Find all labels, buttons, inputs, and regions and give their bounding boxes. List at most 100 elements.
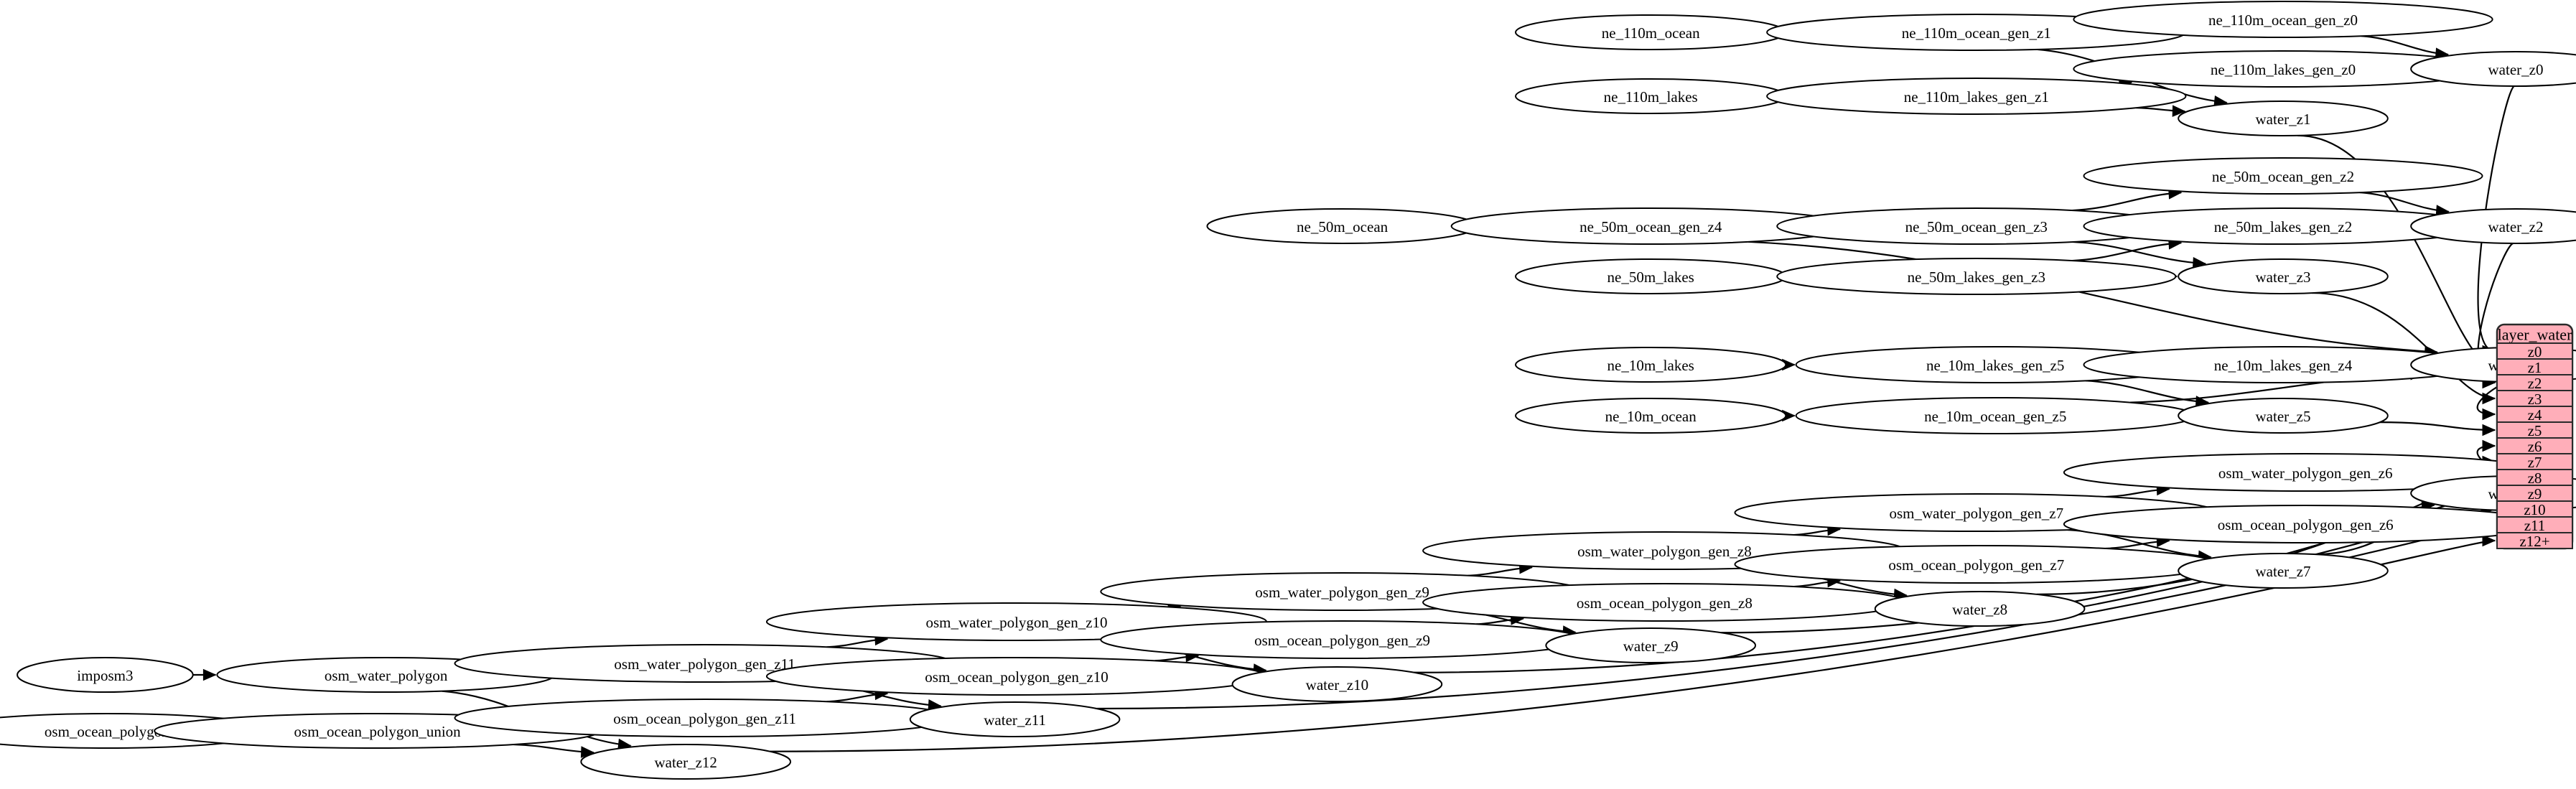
edge-ne_50m_ocean_gen_z4-to-water_z4: [1748, 241, 2437, 353]
node-water_z2[interactable]: water_z2: [2410, 208, 2576, 244]
arrowhead-water_z6-to-record-z6: [2482, 439, 2496, 452]
node-label-ne_10m_ocean: ne_10m_ocean: [1605, 408, 1697, 425]
node-label-water_z9: water_z9: [1623, 638, 1679, 655]
node-ne_110m_ocean[interactable]: ne_110m_ocean: [1515, 14, 1787, 50]
node-ne_50m_ocean[interactable]: ne_50m_ocean: [1206, 208, 1478, 244]
node-label-water_z10: water_z10: [1306, 676, 1368, 694]
edge-water_z12-to-record-z12+: [770, 539, 2496, 752]
node-label-ne_50m_lakes_gen_z2: ne_50m_lakes_gen_z2: [2214, 218, 2352, 235]
edge-water_z5-to-record-z5: [2379, 421, 2496, 431]
node-water_z11[interactable]: water_z11: [909, 701, 1121, 737]
arrowhead-water_z5-to-record-z5: [2482, 424, 2496, 436]
node-ne_50m_ocean_gen_z3[interactable]: ne_50m_ocean_gen_z3: [1776, 207, 2177, 245]
edge-ne_110m_ocean_gen_z0-to-water_z0: [2361, 35, 2448, 56]
node-osm_ocean_polygon_gen_z8[interactable]: osm_ocean_polygon_gen_z8: [1422, 583, 1907, 622]
node-label-ne_110m_ocean_gen_z1: ne_110m_ocean_gen_z1: [1902, 24, 2051, 42]
node-water_z0[interactable]: water_z0: [2410, 51, 2576, 87]
node-ellipse-ne_110m_ocean_gen_z0: [2073, 1, 2493, 38]
node-ne_50m_lakes[interactable]: ne_50m_lakes: [1515, 258, 1787, 294]
node-label-imposm3: imposm3: [77, 667, 133, 684]
node-ne_110m_lakes[interactable]: ne_110m_lakes: [1515, 78, 1787, 114]
node-label-osm_ocean_polygon_gen_z7: osm_ocean_polygon_gen_z7: [1888, 556, 2064, 574]
node-label-ne_110m_lakes: ne_110m_lakes: [1604, 88, 1698, 106]
node-ne_50m_lakes_gen_z2[interactable]: ne_50m_lakes_gen_z2: [2083, 207, 2483, 245]
record-row-label-z8: z8: [2528, 470, 2542, 487]
node-label-osm_ocean_polygon_gen_z9: osm_ocean_polygon_gen_z9: [1254, 632, 1430, 649]
record-row-label-z0: z0: [2528, 343, 2542, 360]
record-row-label-z3: z3: [2528, 391, 2542, 408]
node-label-ne_10m_lakes_gen_z5: ne_10m_lakes_gen_z5: [1926, 357, 2064, 374]
node-ellipse-water_z2: [2410, 208, 2576, 244]
node-label-ne_50m_lakes_gen_z3: ne_50m_lakes_gen_z3: [1908, 269, 2045, 286]
node-label-osm_ocean_polygon_union: osm_ocean_polygon_union: [294, 723, 462, 740]
edge-ne_50m_ocean_gen_z3-to-ne_50m_ocean_gen_z2: [2072, 192, 2182, 212]
node-water_z12[interactable]: water_z12: [580, 744, 792, 780]
edge-ne_10m_lakes_gen_z5-to-water_z5: [2085, 380, 2208, 403]
node-label-osm_water_polygon_gen_z6: osm_water_polygon_gen_z6: [2218, 464, 2393, 482]
node-imposm3[interactable]: imposm3: [17, 657, 194, 693]
node-label-osm_ocean_polygon_gen_z6: osm_ocean_polygon_gen_z6: [2218, 516, 2394, 533]
node-label-ne_10m_ocean_gen_z5: ne_10m_ocean_gen_z5: [1924, 408, 2066, 425]
node-ellipse-water_z3: [2178, 258, 2389, 294]
edge-ne_50m_ocean_gen_z2-to-water_z2: [2359, 191, 2449, 213]
node-label-ne_50m_ocean_gen_z3: ne_50m_ocean_gen_z3: [1905, 218, 2048, 235]
edge-water_z3-to-record-z3: [2312, 291, 2496, 400]
node-label-water_z0: water_z0: [2488, 61, 2544, 78]
node-osm_ocean_polygon_gen_z7[interactable]: osm_ocean_polygon_gen_z7: [1734, 545, 2219, 584]
layer-water-title: layer_water: [2498, 326, 2572, 344]
node-water_z5[interactable]: water_z5: [2178, 398, 2389, 434]
node-ellipse-water_z5: [2178, 398, 2389, 434]
node-ne_50m_ocean_gen_z4[interactable]: ne_50m_ocean_gen_z4: [1450, 207, 1851, 245]
node-label-water_z8: water_z8: [1952, 601, 2007, 618]
record-row-label-z2: z2: [2528, 375, 2542, 392]
node-label-ne_50m_ocean: ne_50m_ocean: [1297, 218, 1389, 235]
node-ellipse-water_z10: [1231, 666, 1443, 702]
arrowhead-water_z3-to-record-z3: [2482, 392, 2496, 405]
node-ne_110m_lakes_gen_z0[interactable]: ne_110m_lakes_gen_z0: [2073, 50, 2493, 88]
edge-ne_50m_ocean_gen_z3-to-water_z3: [2072, 241, 2206, 265]
node-osm_ocean_polygon_gen_z9[interactable]: osm_ocean_polygon_gen_z9: [1100, 620, 1585, 659]
node-ne_10m_ocean_gen_z5[interactable]: ne_10m_ocean_gen_z5: [1795, 397, 2195, 434]
node-label-osm_water_polygon_gen_z8: osm_water_polygon_gen_z8: [1577, 543, 1752, 560]
arrowhead-imposm3-to-osm_water_polygon: [202, 668, 217, 681]
node-ellipse-ne_10m_lakes: [1515, 347, 1787, 383]
node-water_z7[interactable]: water_z7: [2178, 553, 2389, 589]
record-row-label-z5: z5: [2528, 422, 2542, 439]
node-ellipse-ne_50m_lakes_gen_z3: [1776, 258, 2177, 295]
node-label-ne_50m_lakes: ne_50m_lakes: [1607, 269, 1694, 286]
node-ellipse-water_z0: [2410, 51, 2576, 87]
record-row-label-z1: z1: [2528, 359, 2542, 376]
record-row-z12+[interactable]: [2496, 532, 2573, 549]
node-ne_50m_lakes_gen_z3[interactable]: ne_50m_lakes_gen_z3: [1776, 258, 2177, 295]
node-ne_110m_lakes_gen_z1[interactable]: ne_110m_lakes_gen_z1: [1766, 78, 2187, 115]
node-osm_ocean_polygon_gen_z6[interactable]: osm_ocean_polygon_gen_z6: [2063, 505, 2548, 543]
node-water_z1[interactable]: water_z1: [2178, 101, 2389, 136]
node-label-water_z5: water_z5: [2256, 408, 2311, 425]
node-osm_ocean_polygon_gen_z11[interactable]: osm_ocean_polygon_gen_z11: [454, 699, 956, 737]
record-row-label-z4: z4: [2528, 406, 2542, 424]
node-water_z10[interactable]: water_z10: [1231, 666, 1443, 702]
node-label-ne_50m_ocean_gen_z2: ne_50m_ocean_gen_z2: [2212, 168, 2354, 185]
node-label-ne_50m_ocean_gen_z4: ne_50m_ocean_gen_z4: [1579, 218, 1722, 235]
node-ellipse-water_z7: [2178, 553, 2389, 589]
node-ne_50m_ocean_gen_z2[interactable]: ne_50m_ocean_gen_z2: [2083, 157, 2483, 195]
node-label-ne_110m_ocean: ne_110m_ocean: [1602, 24, 1700, 42]
node-ne_10m_ocean[interactable]: ne_10m_ocean: [1515, 398, 1787, 434]
node-label-osm_water_polygon_gen_z7: osm_water_polygon_gen_z7: [1889, 505, 2063, 522]
node-water_z3[interactable]: water_z3: [2178, 258, 2389, 294]
node-ne_10m_lakes[interactable]: ne_10m_lakes: [1515, 347, 1787, 383]
node-water_z9[interactable]: water_z9: [1545, 627, 1757, 663]
node-label-water_z2: water_z2: [2488, 218, 2544, 235]
node-label-ne_110m_lakes_gen_z1: ne_110m_lakes_gen_z1: [1904, 88, 2049, 106]
node-label-osm_ocean_polygon_gen_z8: osm_ocean_polygon_gen_z8: [1577, 594, 1753, 612]
node-label-osm_ocean_polygon: osm_ocean_polygon: [45, 723, 169, 740]
node-label-water_z12: water_z12: [654, 754, 717, 771]
record-row-label-z6: z6: [2528, 438, 2542, 455]
node-water_z8[interactable]: water_z8: [1874, 591, 2086, 627]
node-ne_110m_ocean_gen_z0[interactable]: ne_110m_ocean_gen_z0: [2073, 1, 2493, 38]
node-osm_ocean_polygon_gen_z10[interactable]: osm_ocean_polygon_gen_z10: [765, 657, 1268, 696]
record-row-label-z12+: z12+: [2519, 533, 2549, 550]
